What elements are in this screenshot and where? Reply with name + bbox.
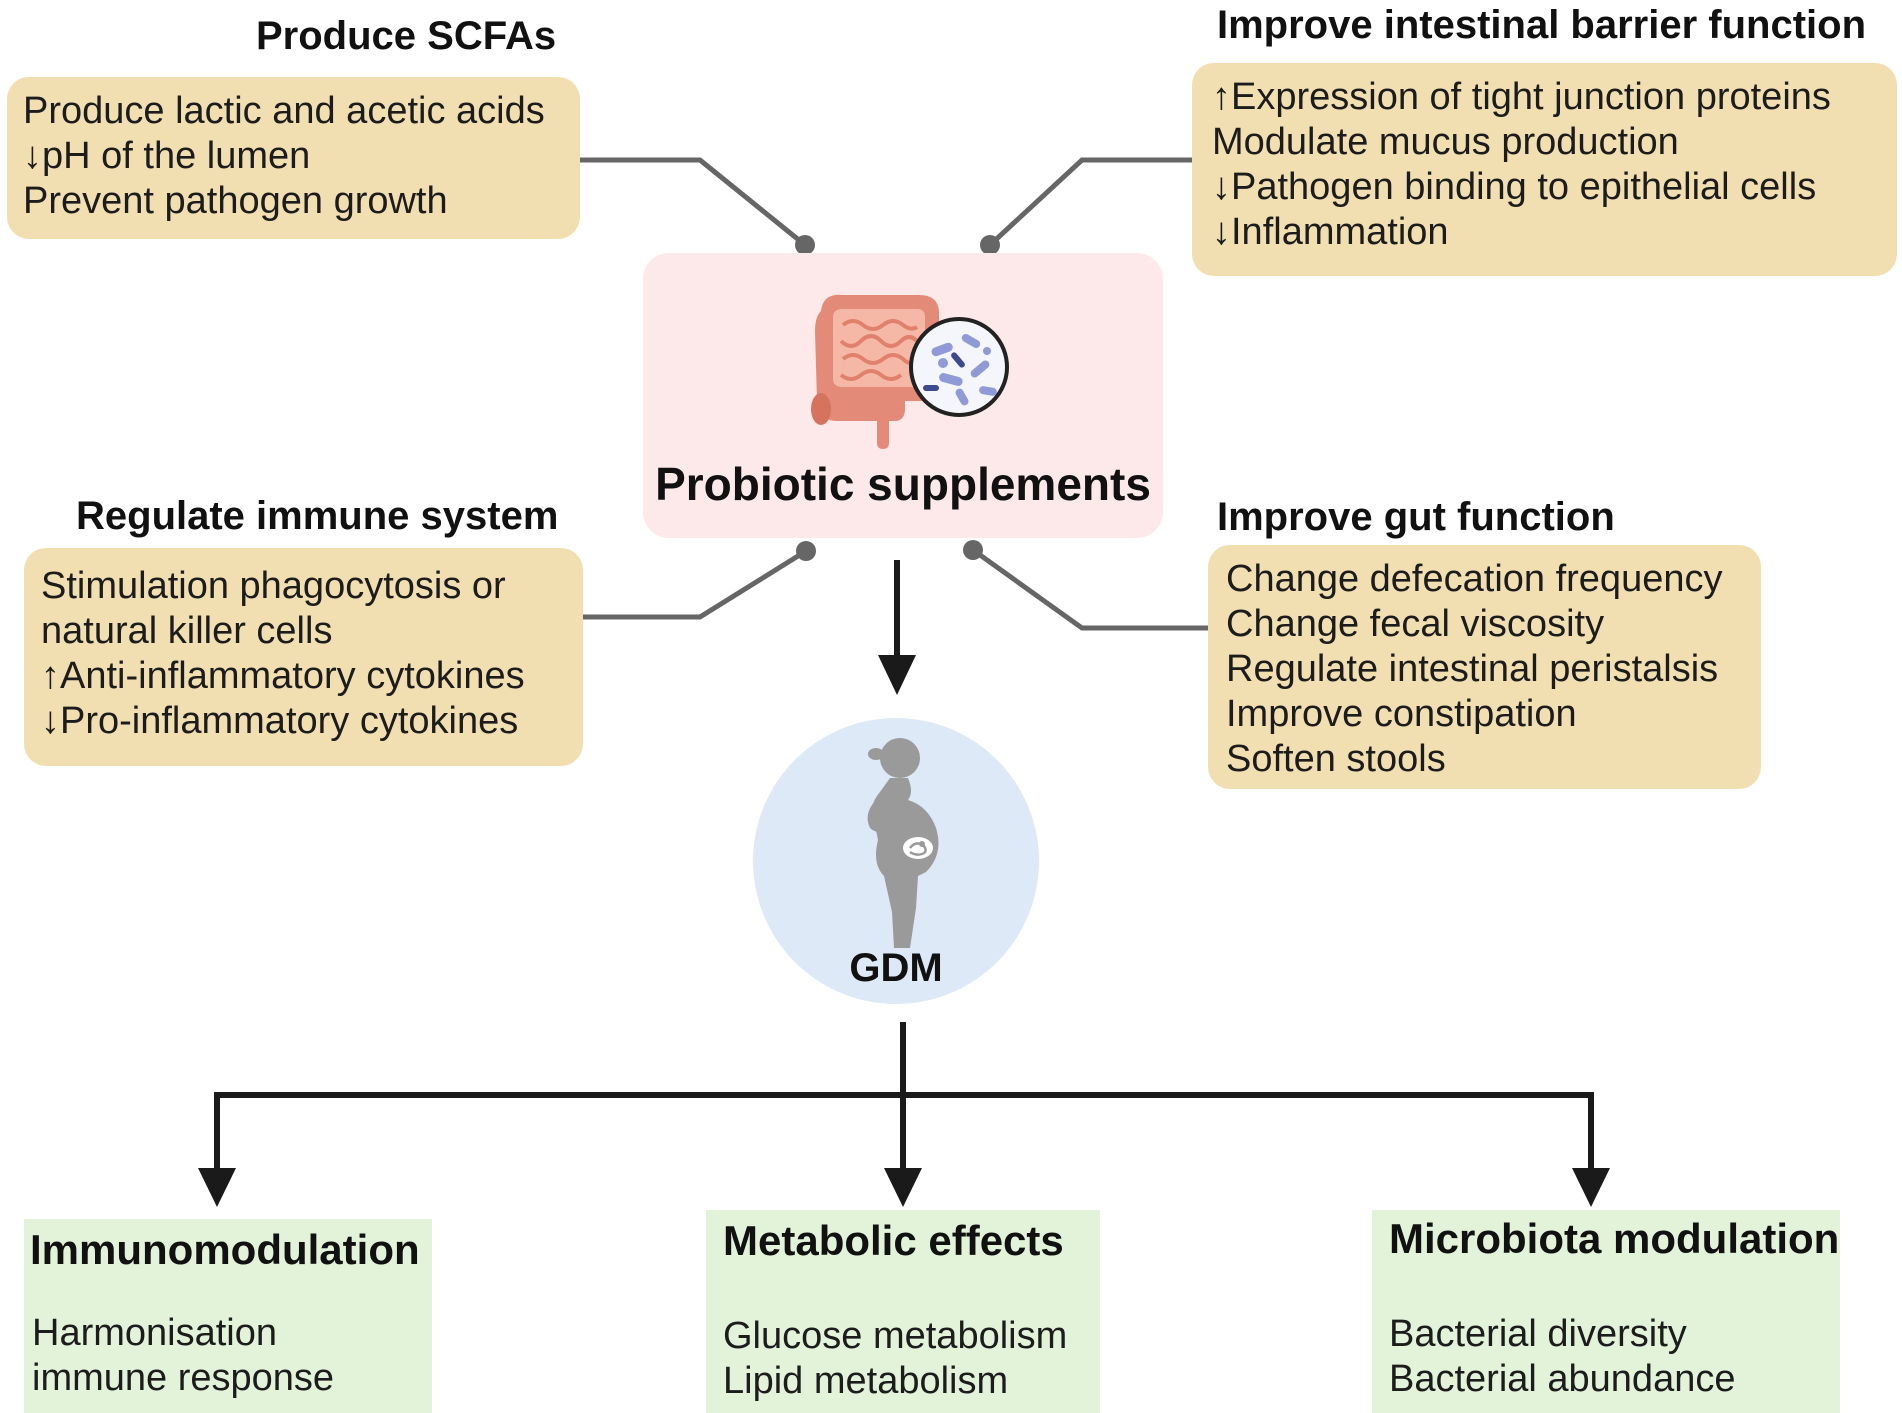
scfas-line: Produce lactic and acetic acids xyxy=(23,90,545,132)
arrow-to-microbiota-modulation xyxy=(1572,1168,1610,1207)
outcome-title: Immunomodulation xyxy=(30,1226,420,1273)
outcome-title: Metabolic effects xyxy=(723,1217,1064,1264)
outcome-line: Lipid metabolism xyxy=(723,1360,1009,1402)
gut-function-line: Change fecal viscosity xyxy=(1226,603,1605,645)
immune-line: Stimulation phagocytosis or xyxy=(41,565,506,607)
connector-top-left xyxy=(580,157,807,247)
connector-top-right xyxy=(988,157,1192,247)
heading-improve-gut-function: Improve gut function xyxy=(1217,495,1615,539)
box-improve-gut-function: Change defecation frequency Change fecal… xyxy=(1208,545,1761,789)
arrow-to-metabolic-effects xyxy=(884,1168,922,1207)
barrier-line: ↓Pathogen binding to epithelial cells xyxy=(1212,166,1817,208)
connector-mid-right xyxy=(971,547,1208,631)
probiotic-supplements-title: Probiotic supplements xyxy=(655,458,1151,510)
outcome-box-metabolic-effects: Metabolic effects Glucose metabolism Lip… xyxy=(706,1210,1100,1413)
connector-dot-mid-right xyxy=(963,540,983,560)
gut-function-line: Regulate intestinal peristalsis xyxy=(1226,648,1719,690)
outcome-line: immune response xyxy=(32,1357,335,1399)
connector-dot-top-left xyxy=(795,235,815,255)
box-regulate-immune-system: Stimulation phagocytosis or natural kill… xyxy=(24,548,583,766)
outcome-line: Bacterial abundance xyxy=(1389,1358,1736,1400)
gut-with-bacteria-icon xyxy=(811,294,1009,449)
probiotic-supplements-box: Probiotic supplements xyxy=(643,253,1163,538)
outcome-line: Glucose metabolism xyxy=(723,1315,1068,1357)
scfas-line: Prevent pathogen growth xyxy=(23,180,448,222)
barrier-line: ↓Inflammation xyxy=(1212,211,1449,253)
heading-produce-scfas: Produce SCFAs xyxy=(256,14,557,58)
gdm-label: GDM xyxy=(849,946,943,990)
connector-dot-top-right xyxy=(980,235,1000,255)
immune-line: ↓Pro-inflammatory cytokines xyxy=(41,700,519,742)
scfas-line: ↓pH of the lumen xyxy=(23,135,311,177)
outcome-box-microbiota-modulation: Microbiota modulation Bacterial diversit… xyxy=(1372,1210,1840,1413)
outcome-title: Microbiota modulation xyxy=(1389,1215,1840,1262)
immune-line: natural killer cells xyxy=(41,610,333,652)
box-produce-scfas: Produce lactic and acetic acids ↓pH of t… xyxy=(7,77,580,239)
barrier-line: Modulate mucus production xyxy=(1212,121,1679,163)
arrow-probiotics-to-gdm-head xyxy=(878,655,916,695)
gut-function-line: Improve constipation xyxy=(1226,693,1577,735)
gut-function-line: Soften stools xyxy=(1226,738,1446,780)
gdm-circle: GDM xyxy=(753,718,1039,1004)
box-intestinal-barrier: ↑Expression of tight junction proteins M… xyxy=(1192,63,1897,276)
connector-mid-left xyxy=(583,548,808,620)
arrow-to-immunomodulation xyxy=(198,1168,236,1207)
gut-function-line: Change defecation frequency xyxy=(1226,558,1723,600)
immune-line: ↑Anti-inflammatory cytokines xyxy=(41,655,525,697)
pregnant-woman-icon xyxy=(867,738,939,948)
heading-regulate-immune-system: Regulate immune system xyxy=(76,494,559,538)
outcome-line: Harmonisation xyxy=(32,1312,277,1354)
outcome-box-immunomodulation: Immunomodulation Harmonisation immune re… xyxy=(24,1219,432,1413)
connector-dot-mid-left xyxy=(796,541,816,561)
heading-intestinal-barrier: Improve intestinal barrier function xyxy=(1217,3,1867,47)
outcome-line: Bacterial diversity xyxy=(1389,1313,1687,1355)
barrier-line: ↑Expression of tight junction proteins xyxy=(1212,76,1831,118)
branch-horizontal xyxy=(214,1092,1594,1170)
